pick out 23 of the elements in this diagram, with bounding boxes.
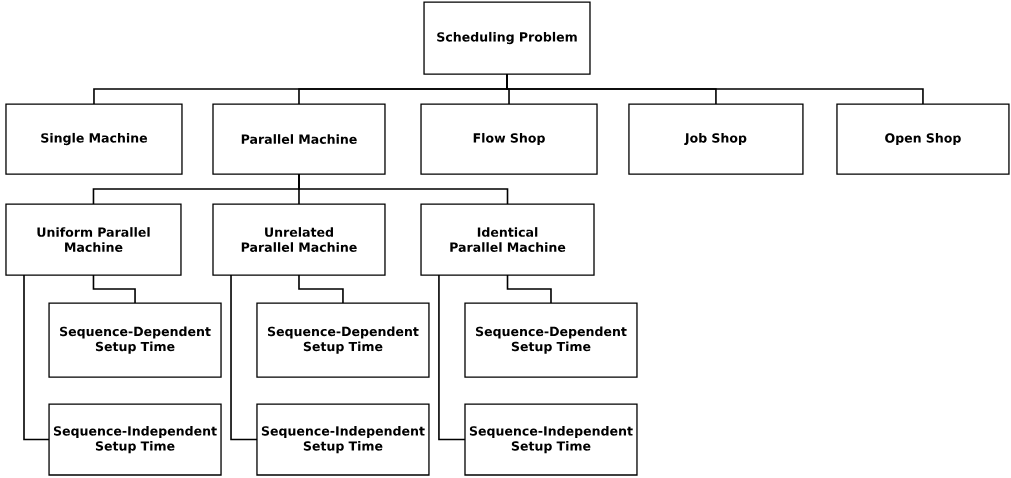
connector bbox=[506, 73, 924, 105]
box: Flow Shop bbox=[420, 103, 598, 175]
box: Parallel Machine bbox=[212, 103, 386, 175]
box: Open Shop bbox=[836, 103, 1010, 175]
connector bbox=[506, 274, 552, 304]
connector bbox=[23, 274, 50, 441]
box: Sequence-Independent Setup Time bbox=[48, 403, 222, 476]
box: Unrelated Parallel Machine bbox=[212, 203, 386, 276]
box: Single Machine bbox=[5, 103, 183, 175]
box: Scheduling Problem bbox=[423, 1, 591, 75]
box: Identical Parallel Machine bbox=[420, 203, 595, 276]
connector bbox=[230, 274, 258, 441]
connector bbox=[298, 274, 344, 304]
connector bbox=[298, 173, 509, 205]
connector bbox=[438, 274, 466, 441]
connector bbox=[92, 274, 136, 304]
box: Sequence-Independent Setup Time bbox=[256, 403, 430, 476]
box: Sequence-Independent Setup Time bbox=[464, 403, 638, 476]
box: Sequence-Dependent Setup Time bbox=[48, 302, 222, 378]
box: Uniform Parallel Machine bbox=[5, 203, 182, 276]
box: Sequence-Dependent Setup Time bbox=[464, 302, 638, 378]
box: Job Shop bbox=[628, 103, 804, 175]
box: Sequence-Dependent Setup Time bbox=[256, 302, 430, 378]
